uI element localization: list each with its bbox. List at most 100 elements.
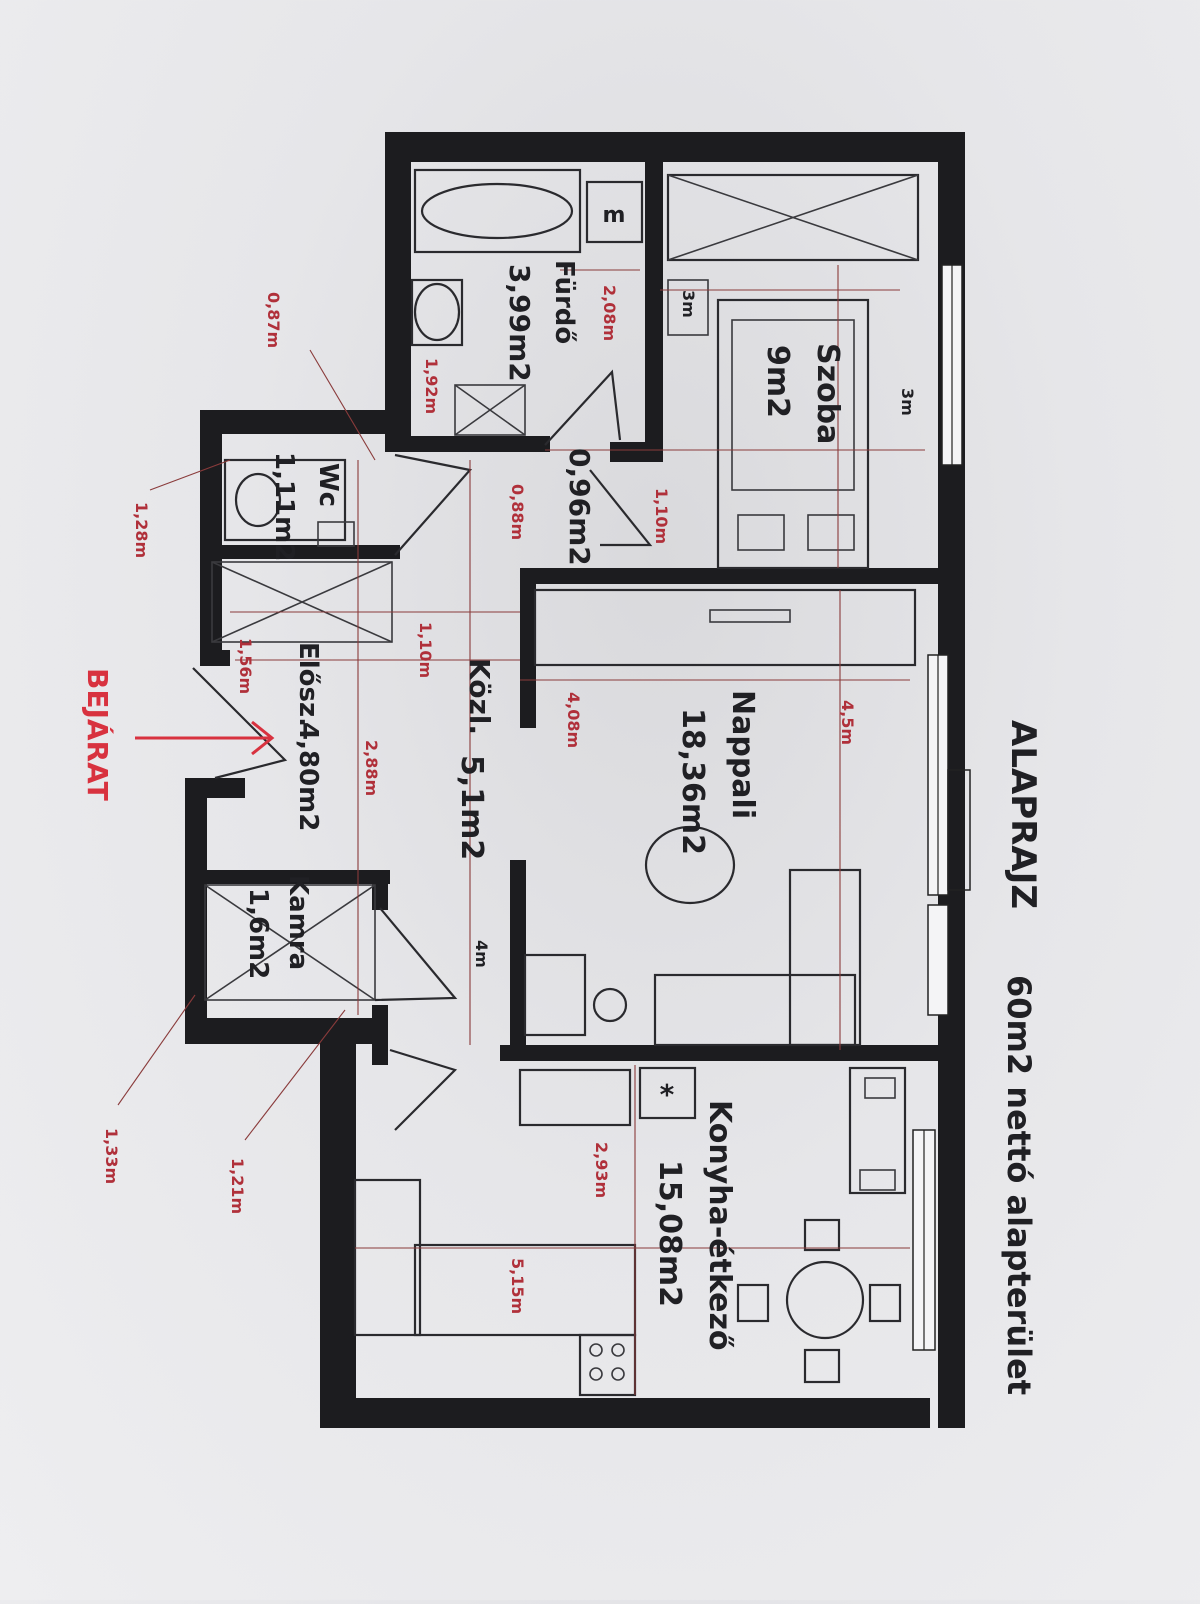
room-nappali-name: Nappali xyxy=(725,690,760,819)
kitchen-counter-left xyxy=(353,1178,422,1337)
dim-konyha-293: 2,93m xyxy=(592,1142,611,1198)
wall-wc-top xyxy=(200,410,411,434)
room-furdo-name: Fürdő xyxy=(549,260,579,344)
door-kitchen xyxy=(389,1048,458,1131)
dim-furdo-w: 2,08m xyxy=(600,285,619,341)
wall-bath-right xyxy=(645,162,663,462)
armchair xyxy=(523,953,587,1037)
room-szoba-name: Szoba xyxy=(810,343,845,444)
plan-subtitle: 60m2 nettó alapterület xyxy=(1000,975,1038,1395)
sofa-seat xyxy=(653,973,857,1047)
door-kamra xyxy=(374,907,458,1002)
chair-2 xyxy=(868,1283,902,1323)
wall-kamra-left xyxy=(185,790,207,1040)
bed xyxy=(716,298,870,570)
plan-title: ALAPRAJZ xyxy=(1003,720,1043,909)
bed-mattress xyxy=(731,319,855,491)
toilet xyxy=(234,472,282,528)
chair-1 xyxy=(803,1218,841,1252)
wall-szoba-nappali xyxy=(520,568,950,584)
dim-nappali-408: 4,08m xyxy=(564,692,583,748)
wall-kitchen-door-jamb xyxy=(372,1005,388,1065)
wall-entry-top xyxy=(200,650,230,666)
bathtub xyxy=(413,168,582,254)
dim-wc-w: 1,28m xyxy=(132,502,151,558)
dim-ent-110: 1,10m xyxy=(416,622,435,678)
dim-elosz-288: 2,88m xyxy=(362,740,381,796)
nappali-sideboard xyxy=(533,588,917,667)
dining-table xyxy=(785,1260,865,1340)
room-kamra-area: 1,6m2 xyxy=(243,888,273,979)
window-nappali-2 xyxy=(927,904,949,1016)
bathtub-basin xyxy=(420,182,574,240)
corridor-area: 0,96m2 xyxy=(563,448,596,566)
stove xyxy=(578,1333,637,1397)
dimension-lines xyxy=(117,265,925,1395)
kitchen-cabinet xyxy=(848,1066,907,1195)
chair-4 xyxy=(736,1283,770,1323)
dim-kamra-133: 1,33m xyxy=(102,1128,121,1184)
dim-furdo-h: 1,92m xyxy=(422,358,441,414)
dim-door-110a: 1,10m xyxy=(652,488,671,544)
star-symbol: * xyxy=(660,1078,675,1111)
dim-szoba-h: 3m xyxy=(679,290,698,318)
nightstand xyxy=(667,279,709,336)
fridge xyxy=(518,1068,632,1127)
washing-machine-label: m xyxy=(603,203,626,228)
washing-machine xyxy=(585,180,644,244)
wall-wc-left xyxy=(200,410,222,660)
room-kamra-name: Kamra xyxy=(283,875,313,970)
room-eloszoba-name: Elősz. xyxy=(293,642,323,727)
wall-bottom xyxy=(320,1398,930,1428)
dim-szoba-w: 3m xyxy=(898,388,917,416)
room-wc-name: Wc xyxy=(313,463,343,507)
wall-bath-bottom-right xyxy=(610,442,660,462)
furniture: m xyxy=(204,168,920,1397)
dim-kamra-121: 1,21m xyxy=(228,1158,247,1214)
wall-bath-bottom xyxy=(400,436,550,452)
chair-3 xyxy=(803,1348,841,1384)
room-kozl-area: 5,1m2 xyxy=(454,755,489,860)
windows xyxy=(912,264,971,1351)
wardrobe-szoba xyxy=(666,173,920,262)
bath-sink-counter xyxy=(410,278,464,347)
dim-kozl-4: 4m xyxy=(472,940,491,968)
doors xyxy=(192,369,653,1131)
wall-nappali-left-bottom xyxy=(510,860,526,1060)
room-eloszoba-area: 4,80m2 xyxy=(293,722,323,831)
bath-sink xyxy=(413,282,461,342)
wc-sink xyxy=(317,521,355,547)
dim-door-087: 0,87m xyxy=(264,292,283,348)
room-kozl-name: Közl. xyxy=(463,658,496,735)
room-konyha-name: Konyha-étkező xyxy=(702,1100,737,1351)
pillow-left xyxy=(737,514,785,551)
room-szoba-area: 9m2 xyxy=(760,345,795,418)
wall-wc-bottom xyxy=(200,545,400,559)
wall-bath-left xyxy=(385,132,411,452)
room-wc-area: 1,11m2 xyxy=(269,452,299,561)
wall-kitchen-left xyxy=(320,1018,356,1428)
wall-entry-bottom xyxy=(185,778,245,798)
entrance-label: BEJÁRAT xyxy=(81,668,115,801)
entrance-wardrobe xyxy=(211,561,393,643)
room-nappali-area: 18,36m2 xyxy=(675,708,710,855)
sofa-back xyxy=(788,868,862,1047)
door-szoba xyxy=(589,469,653,547)
wall-nappali-konyha xyxy=(500,1045,940,1061)
star-appliance xyxy=(638,1066,697,1120)
pillow-right xyxy=(807,514,855,551)
coffee-table xyxy=(644,825,736,905)
dim-konyha-515: 5,15m xyxy=(508,1258,527,1314)
dim-door-088: 0,88m xyxy=(508,484,527,540)
room-furdo-area: 3,99m2 xyxy=(503,264,536,382)
wall-kamra-top xyxy=(200,870,390,884)
shower-tray xyxy=(454,384,526,436)
wall-nappali-left-top xyxy=(520,568,536,728)
dim-nappali-45: 4,5m xyxy=(838,700,857,745)
room-konyha-area: 15,08m2 xyxy=(652,1160,687,1307)
door-entrance xyxy=(192,667,288,780)
wall-top xyxy=(385,132,965,162)
wc-room xyxy=(223,458,347,542)
